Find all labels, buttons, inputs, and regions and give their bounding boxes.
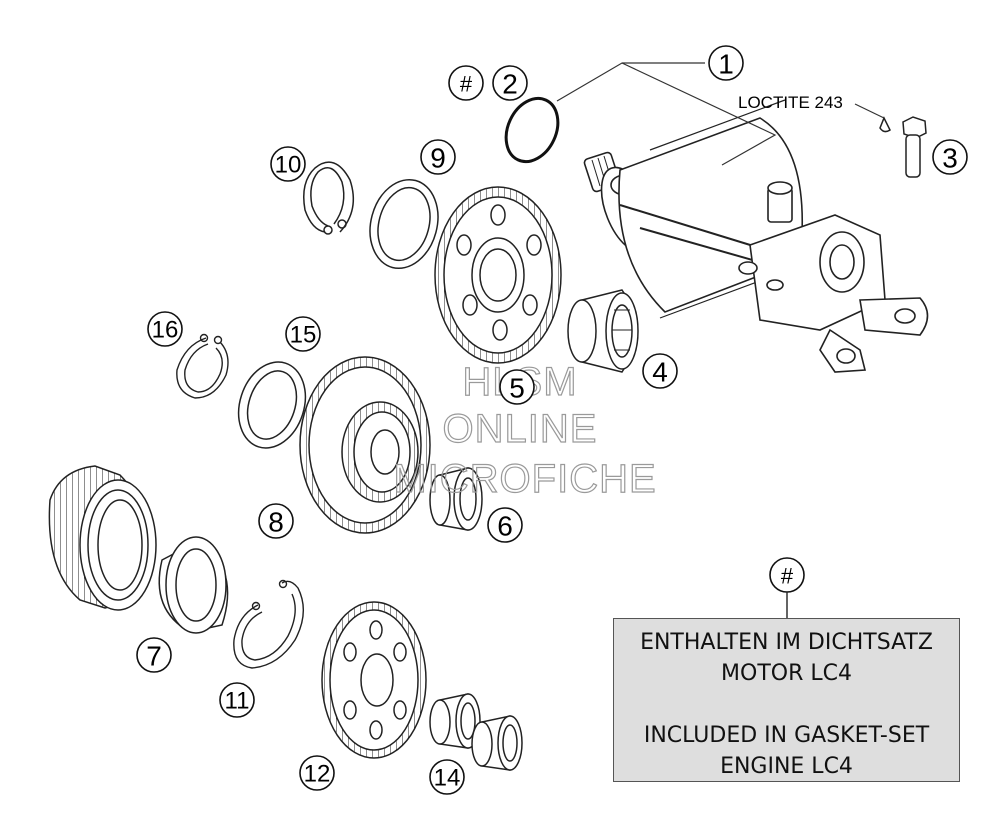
needle-bearing-4 (567, 289, 639, 373)
note-line-2: MOTOR LC4 (721, 661, 852, 686)
callout-2: 2 (492, 65, 528, 101)
svg-text:12: 12 (304, 761, 331, 788)
callout-hash-note: # (769, 557, 805, 593)
note-line-3: INCLUDED IN GASKET-SET (643, 723, 930, 748)
svg-text:15: 15 (290, 322, 317, 349)
washer-9 (369, 178, 439, 270)
circlip-16 (176, 333, 229, 399)
o-ring (504, 96, 560, 164)
callout-6: 6 (487, 507, 523, 543)
watermark: HLSM ONLINE MICROFICHE (393, 359, 657, 501)
svg-text:8: 8 (268, 507, 284, 538)
callout-8: 8 (258, 503, 294, 539)
svg-text:#: # (781, 564, 794, 589)
freewheel-gear (48, 465, 157, 611)
callout-4: 4 (642, 353, 678, 389)
callout-1: 1 (708, 45, 744, 81)
needle-bearing-14b (471, 715, 523, 771)
callout-7: 7 (136, 637, 172, 673)
svg-text:5: 5 (509, 373, 525, 404)
svg-text:2: 2 (502, 69, 518, 100)
circlip-11 (233, 579, 304, 669)
callout-5: 5 (499, 369, 535, 405)
loctite-label: LOCTITE 243 (738, 93, 843, 112)
svg-text:7: 7 (146, 641, 162, 672)
circlip-10 (303, 161, 355, 235)
bolt (879, 116, 927, 178)
double-gear-8 (299, 356, 431, 534)
callout-10: 10 (270, 146, 306, 182)
gear-12 (321, 601, 427, 759)
svg-text:1: 1 (718, 49, 734, 80)
callout-1-leader (556, 62, 777, 166)
washer-15 (237, 361, 307, 449)
svg-text:11: 11 (225, 688, 250, 715)
callout-16: 16 (147, 311, 183, 347)
note-line-1: ENTHALTEN IM DICHTSATZ (640, 630, 933, 655)
svg-text:9: 9 (430, 143, 446, 174)
callout-9: 9 (420, 139, 456, 175)
gasket-set-note: ENTHALTEN IM DICHTSATZ MOTOR LC4 INCLUDE… (613, 618, 960, 782)
needle-bearing-14a (429, 693, 481, 749)
idler-gear-large (434, 186, 562, 364)
callout-15: 15 (285, 316, 321, 352)
note-line-4: ENGINE LC4 (720, 754, 853, 779)
watermark-line-3: MICROFICHE (393, 457, 656, 501)
callout-12: 12 (299, 755, 335, 791)
callout-14: 14 (429, 759, 465, 795)
callout-hash-top: # (448, 65, 484, 101)
svg-text:6: 6 (497, 511, 513, 542)
svg-text:10: 10 (275, 152, 302, 179)
callout-3: 3 (932, 139, 968, 175)
svg-text:3: 3 (942, 143, 958, 174)
freewheel-7 (158, 536, 229, 634)
svg-text:4: 4 (652, 357, 668, 388)
watermark-line-2: ONLINE (443, 407, 598, 451)
svg-text:14: 14 (434, 765, 461, 792)
svg-text:#: # (460, 72, 473, 97)
needle-bearing-6 (429, 467, 483, 531)
callout-11: 11 (219, 682, 255, 718)
svg-text:16: 16 (152, 317, 179, 344)
loctite-leader (854, 103, 885, 119)
callouts: 1 # 2 3 10 9 16 15 4 5 8 6 7 11 12 14 # (136, 45, 968, 795)
starter-motor (583, 99, 929, 373)
